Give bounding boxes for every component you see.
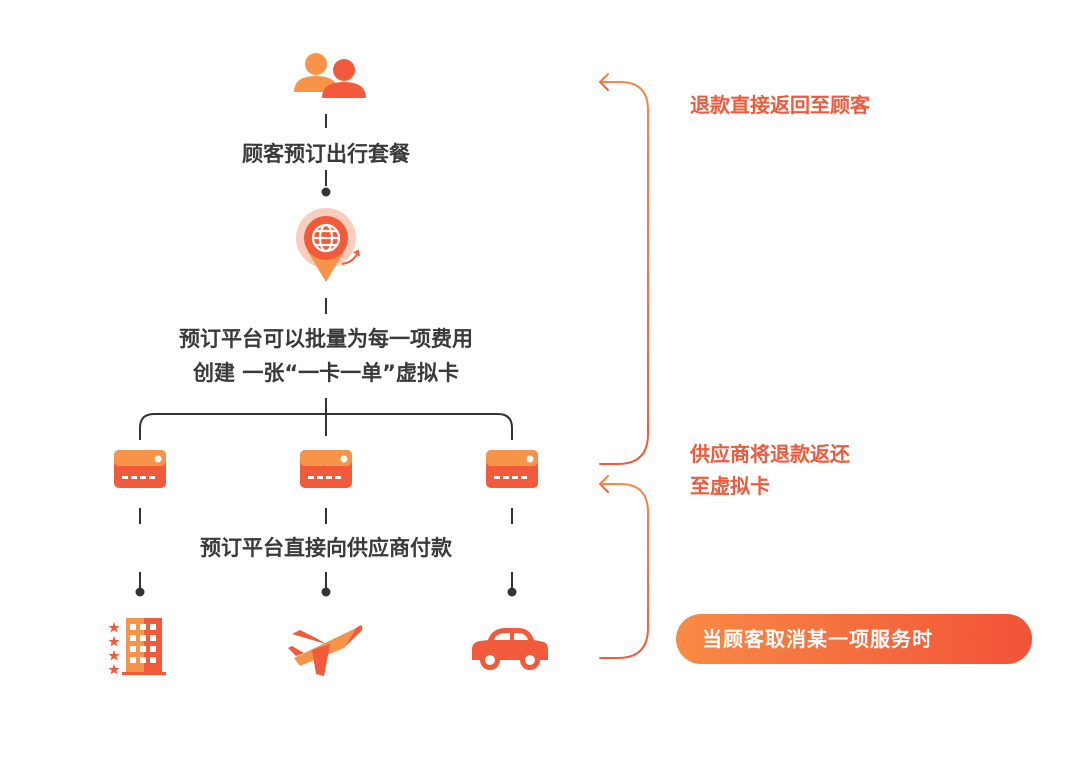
cancel-service-trigger: 当顾客取消某一项服务时 <box>676 614 1032 664</box>
globe-pin-icon <box>294 206 364 284</box>
refund-to-customer-label: 退款直接返回至顾客 <box>690 93 870 117</box>
card-icon <box>114 450 166 488</box>
supplier-refund-line1: 供应商将退款返还 <box>690 442 850 466</box>
customers-icon <box>290 50 366 104</box>
step-platform-create-cards: 预订平台可以批量为每一项费用 创建 一张“一卡一单”虚拟卡 <box>126 322 526 390</box>
step-platform-line1: 预订平台可以批量为每一项费用 <box>179 327 473 351</box>
step-customer-booking: 顾客预订出行套餐 <box>242 142 410 166</box>
card-icon <box>300 450 352 488</box>
supplier-refund-line2: 至虚拟卡 <box>690 474 770 498</box>
step-platform-line2: 创建 一张“一卡一单”虚拟卡 <box>193 361 459 385</box>
supplier-refund-label: 供应商将退款返还 至虚拟卡 <box>690 438 1010 502</box>
hotel-icon <box>108 614 166 676</box>
car-icon <box>470 624 550 672</box>
card-icon <box>486 450 538 488</box>
step-platform-pays-supplier: 预订平台直接向供应商付款 <box>200 536 452 560</box>
airplane-icon <box>286 618 366 678</box>
